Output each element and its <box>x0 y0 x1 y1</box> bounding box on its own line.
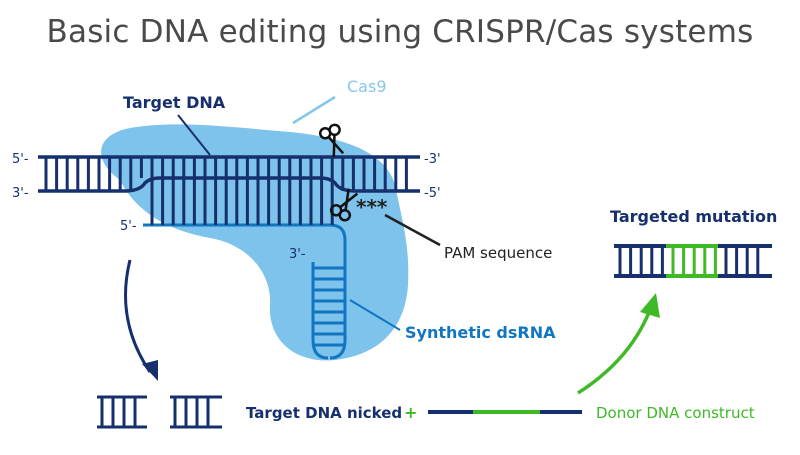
pam-marks: *** <box>356 195 388 219</box>
cas9-label: Cas9 <box>347 77 387 96</box>
rna-5-end: 5'- <box>120 219 137 234</box>
donor-dna-label: Donor DNA construct <box>596 404 755 422</box>
scissors-icon <box>318 123 345 157</box>
cas9-callout-line <box>292 95 336 125</box>
bottom-left-end: 3'- <box>12 186 29 201</box>
dna-base-pairs <box>44 157 408 191</box>
cas9-protein-shape <box>101 124 409 361</box>
pam-callout-line <box>384 213 441 247</box>
plus-sign: + <box>404 403 417 422</box>
dna-bottom-strand <box>38 176 420 193</box>
rna-3-end: 3'- <box>289 247 306 262</box>
dsrna-pairs <box>313 266 345 347</box>
rna-dna-pairs <box>150 178 334 225</box>
dsrna-callout-line <box>349 299 401 331</box>
dsrna-hairpin-left <box>311 262 329 360</box>
bottom-right-end: -5' <box>424 186 441 201</box>
target-dna-nicked-label: Target DNA nicked <box>246 404 402 422</box>
nick-arrow-head <box>142 360 158 381</box>
nicked-dna-fragments <box>97 395 222 429</box>
page-title: Basic DNA editing using CRISPR/Cas syste… <box>46 14 754 50</box>
dsrna-hairpin-right <box>329 240 347 360</box>
guide-rna-strand <box>143 223 347 241</box>
targeted-mutation-label: Targeted mutation <box>610 207 777 226</box>
nick-arrow <box>124 259 152 373</box>
mutated-dna <box>614 244 772 278</box>
top-left-end: 5'- <box>12 152 29 167</box>
scissors-icon <box>329 188 359 222</box>
top-right-end: -3' <box>424 152 441 167</box>
target-dna-callout-line <box>177 114 211 156</box>
pam-sequence-label: PAM sequence <box>444 244 552 262</box>
synthetic-dsrna-label: Synthetic dsRNA <box>405 323 556 342</box>
repair-arrow <box>577 309 652 395</box>
target-dna-label: Target DNA <box>123 93 226 112</box>
repair-arrow-head <box>640 293 660 318</box>
